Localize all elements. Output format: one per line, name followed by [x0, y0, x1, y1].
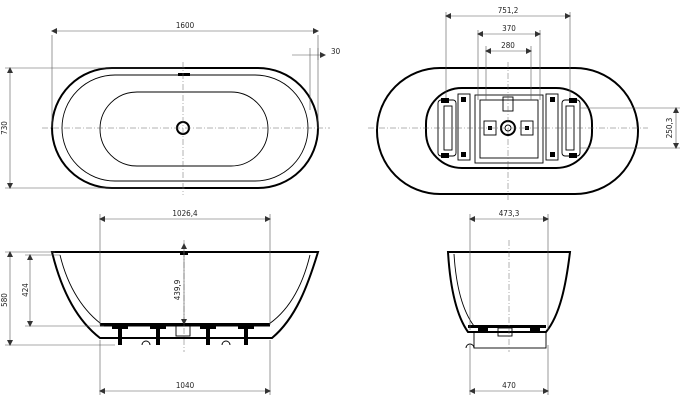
- overflow-icon: [178, 73, 190, 76]
- inner-label: 280: [501, 41, 515, 50]
- side-legs: [465, 327, 547, 349]
- side-base-label: 470: [502, 381, 516, 390]
- dimension-depth: 424: [21, 254, 104, 327]
- bottom-view-outline: [376, 67, 639, 195]
- bottom-view: 751,2 370 280 250,3: [368, 6, 680, 200]
- outer-label: 751,2: [498, 6, 519, 15]
- dimension-outer: 751,2: [445, 6, 571, 98]
- front-view: 1026,4 580 424 439,9 1040: [0, 209, 320, 395]
- depth-label: 424: [21, 283, 30, 297]
- dimension-rim: 30: [292, 47, 341, 110]
- left-leg-bracket: [437, 93, 471, 161]
- dimension-side-base: 470: [469, 345, 549, 395]
- dimension-middle: 370: [477, 24, 541, 100]
- width-label: 730: [0, 121, 9, 135]
- side-label: 250,3: [665, 118, 674, 139]
- dimension-side: 250,3: [580, 107, 680, 149]
- front-legs: [112, 325, 254, 346]
- front-top-label: 1026,4: [172, 209, 198, 218]
- dimension-side-top: 473,3: [469, 209, 549, 330]
- front-view-body: [50, 251, 320, 339]
- rim-label: 30: [331, 47, 341, 56]
- dimension-front-top: 1026,4: [99, 209, 271, 325]
- middle-label: 370: [502, 24, 516, 33]
- total-height-label: 580: [0, 293, 9, 307]
- dimension-width: 730: [0, 67, 185, 189]
- top-view-basin: [99, 91, 269, 167]
- right-leg-bracket: [545, 93, 581, 161]
- support-frame: [474, 94, 544, 164]
- top-view: 1600 30 730: [0, 21, 341, 195]
- dimension-total-height: 580: [0, 251, 115, 346]
- dimension-inner: 280: [485, 41, 532, 100]
- dimension-base: 1040: [99, 340, 271, 395]
- side-top-label: 473,3: [499, 209, 520, 218]
- dimension-inner-depth: 439,9: [173, 243, 187, 325]
- side-view: 473,3 470: [446, 209, 572, 395]
- length-label: 1600: [176, 21, 195, 30]
- base-label: 1040: [176, 381, 195, 390]
- inner-depth-label: 439,9: [173, 279, 182, 300]
